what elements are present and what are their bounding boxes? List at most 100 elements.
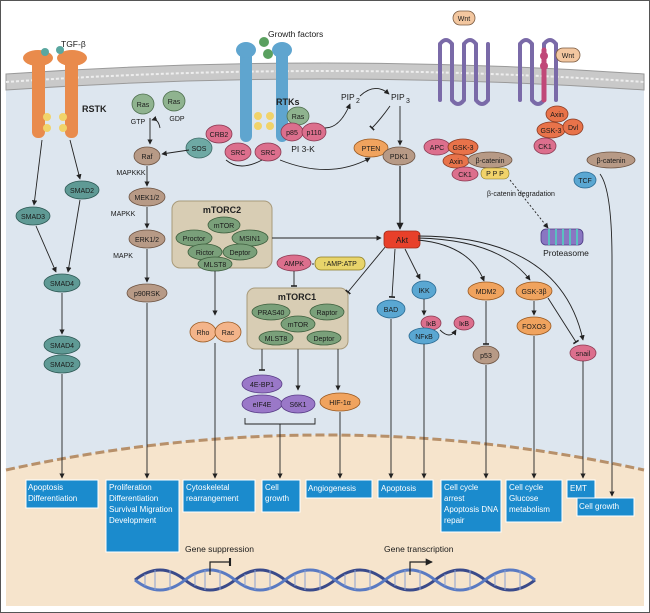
rtk-receptor	[236, 37, 292, 142]
amp-atp-label: ↑AMP:ATP	[323, 261, 357, 268]
deptor2-node	[222, 243, 258, 261]
smad3-label: SMAD3	[21, 214, 45, 221]
ras-gdp-node	[162, 90, 186, 112]
output-box-4: Cell growth	[261, 479, 301, 513]
smad2-label: SMAD2	[70, 188, 94, 195]
snail-label: snail	[576, 351, 591, 358]
p85-label: p85	[286, 130, 298, 137]
raf-node	[133, 146, 161, 166]
bcat-label: β-catenin	[476, 158, 505, 165]
crb2-node	[205, 124, 233, 144]
mtor2-node	[207, 216, 241, 234]
gsk3b-node	[515, 281, 553, 301]
hif-node	[319, 392, 361, 412]
smad3-node	[15, 206, 51, 226]
ck1-r-node	[533, 137, 557, 155]
ck1-r-label: CK1	[538, 144, 552, 151]
ampk-label: AMPK	[284, 261, 304, 268]
src-node-1	[224, 142, 252, 162]
ikk-label: IKK	[418, 288, 430, 295]
output-box-1: Apoptosis Differentiation	[25, 479, 99, 509]
mtorc2-title: mTORC2	[203, 205, 241, 215]
nfkb-label: NFκB	[415, 334, 433, 341]
wnt-bound-label: Wnt	[562, 53, 575, 60]
deptor1-node	[306, 330, 342, 346]
bcat-right-node	[586, 151, 636, 169]
output-box-5: Angiogenesis	[305, 479, 373, 499]
cell-membrane	[5, 62, 645, 91]
bad-label: BAD	[384, 307, 398, 314]
gsk3b-label: GSK-3β	[521, 289, 546, 296]
smad4-node	[43, 273, 81, 293]
output-box-6: Apoptosis	[377, 479, 434, 499]
output-text-5: Angiogenesis	[308, 484, 357, 493]
rac-node	[214, 321, 242, 343]
output-box-2: Proliferation Differentiation Survival M…	[105, 479, 180, 553]
hif-label: HIF-1α	[329, 400, 351, 407]
s6k1-node	[280, 394, 316, 414]
rictor-label: Rictor	[196, 250, 215, 257]
p90rsk-label: p90RSK	[134, 291, 160, 298]
proctor-label: Proctor	[183, 236, 206, 243]
phospho-label: P P P	[486, 171, 504, 178]
mlst8-1-label: MLST8	[265, 336, 288, 343]
dvl-label: Dvl	[568, 125, 579, 132]
gsk3-top-label: GSK-3	[452, 145, 473, 152]
p53-label: p53	[480, 353, 492, 360]
smad2b-node	[43, 354, 81, 374]
smad4b-node	[43, 335, 81, 355]
pten-label: PTEN	[362, 146, 381, 153]
src-label-2: SRC	[261, 150, 276, 157]
crb2-label: CRB2	[210, 132, 229, 139]
output-box-7: Cell cycle arrest Apoptosis DNA repair	[440, 479, 502, 533]
msin1-label: MSIN1	[239, 236, 261, 243]
frizzled-receptor-2	[518, 38, 558, 106]
gene-transcription-label: Gene transcription	[384, 544, 454, 554]
gene-suppression-label: Gene suppression	[185, 544, 254, 554]
eif4e-label: eIF4E	[253, 402, 272, 409]
output-text-9: EMT	[570, 484, 587, 493]
4ebp1-node	[241, 374, 283, 394]
output-text-1: Apoptosis Differentiation	[28, 483, 78, 503]
pten-node	[353, 138, 389, 158]
output-text-10: Cell growth	[579, 502, 620, 511]
pdk1-node	[382, 146, 416, 166]
pras40-node	[251, 303, 291, 321]
sos-label: SOS	[192, 146, 207, 153]
pip3-label: PIP	[391, 92, 405, 102]
mtor1-label: mTOR	[288, 322, 308, 329]
rho-label: Rho	[197, 330, 210, 337]
pip3-subscript: 3	[406, 98, 410, 105]
output-text-4: Cell growth	[265, 483, 290, 503]
mapk-label: MAPK	[113, 253, 133, 260]
deptor1-label: Deptor	[313, 336, 335, 343]
pip2-subscript: 2	[356, 98, 360, 105]
bad-node	[376, 299, 406, 319]
pi3k-label: PI 3-K	[291, 144, 315, 154]
ikb-node-2	[453, 315, 475, 331]
smad4b-label: SMAD4	[50, 343, 74, 350]
ras-gdp-label: Ras	[168, 99, 181, 106]
amp-atp-node	[314, 256, 366, 271]
tcf-node	[573, 171, 597, 189]
deptor2-label: Deptor	[229, 250, 251, 257]
ras-pi3k-label: Ras	[292, 114, 305, 121]
wnt-bound-ligand	[555, 47, 581, 63]
output-text-2: Proliferation Differentiation Survival M…	[109, 483, 173, 525]
rstk-label: RSTK	[82, 104, 107, 114]
output-box-8: Cell cycle Glucose metabolism	[505, 479, 563, 523]
mtor2-label: mTOR	[214, 223, 234, 230]
rac-label: Rac	[222, 330, 235, 337]
smad4-label: SMAD4	[50, 281, 74, 288]
apc-label: APC	[430, 145, 444, 152]
mtor1-node	[280, 315, 316, 333]
p110-label: p110	[306, 130, 321, 137]
proteasome-icon	[540, 228, 584, 246]
smad2-node	[64, 180, 100, 200]
4ebp1-label: 4E-BP1	[250, 382, 274, 389]
mdm2-node	[467, 281, 505, 301]
bcat-right-label: β-catenin	[597, 158, 626, 165]
wnt-ligand	[452, 10, 476, 26]
ikb-label-1: IκB	[426, 321, 436, 328]
